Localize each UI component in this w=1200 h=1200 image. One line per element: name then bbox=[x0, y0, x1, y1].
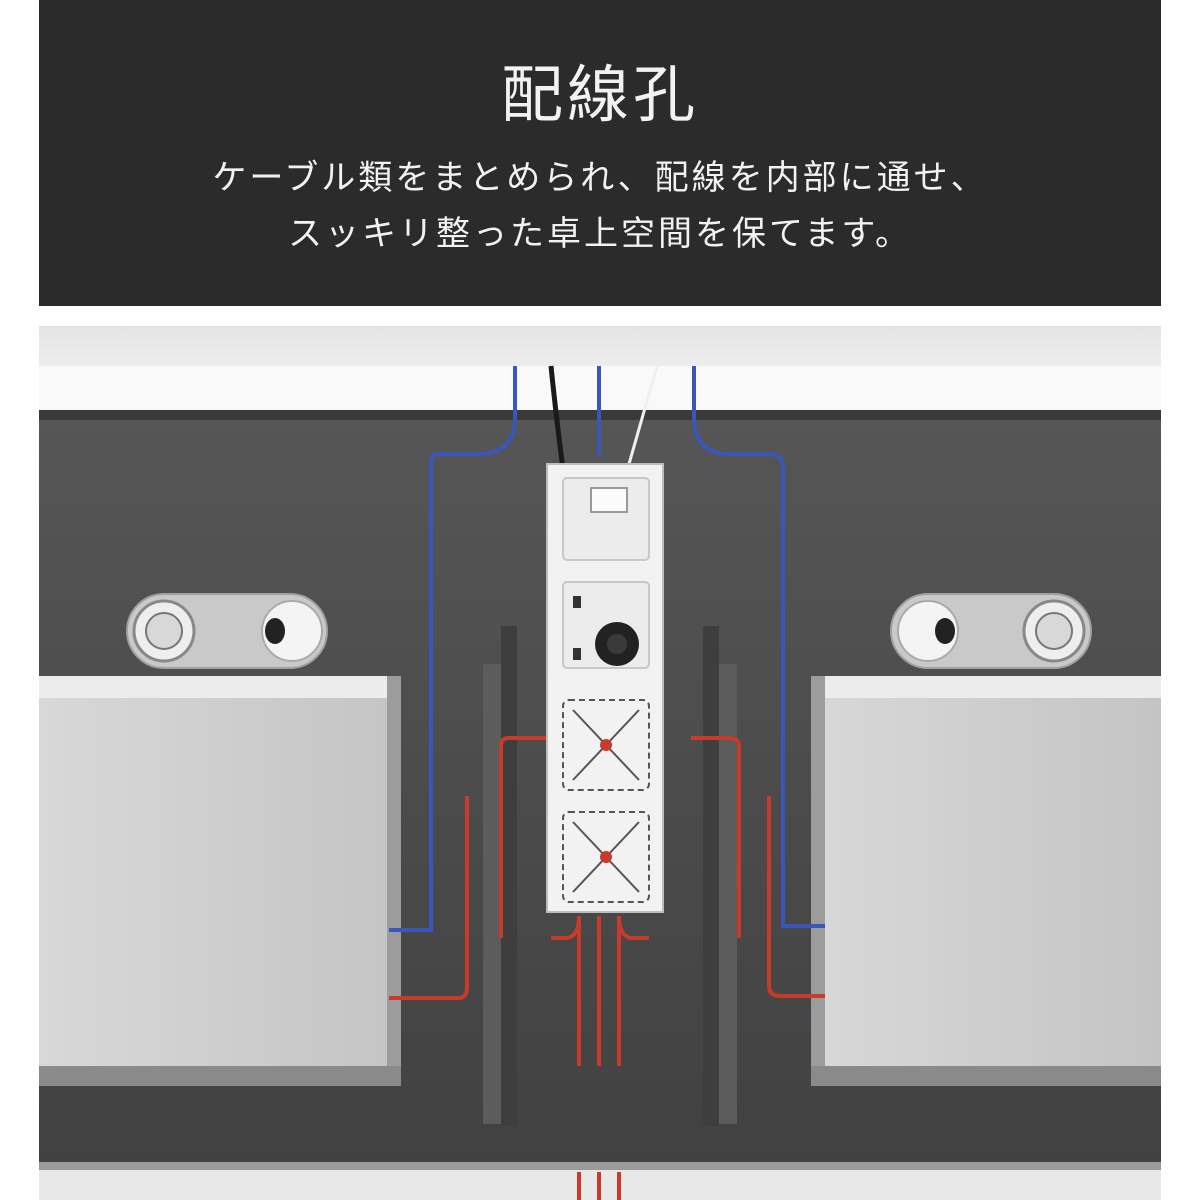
blue-wires bbox=[389, 366, 825, 932]
product-illustration bbox=[39, 326, 1161, 1200]
header-banner: 配線孔 ケーブル類をまとめられ、配線を内部に通せ、 スッキリ整った卓上空間を保て… bbox=[39, 0, 1161, 306]
red-wires bbox=[389, 736, 825, 1200]
right-leg-cabinet bbox=[811, 676, 1161, 1086]
wire-hole-right bbox=[890, 593, 1092, 669]
wire-hole-left bbox=[126, 593, 328, 669]
description-line-1: ケーブル類をまとめられ、配線を内部に通せ、 bbox=[212, 158, 988, 198]
power-strip bbox=[546, 463, 664, 913]
left-leg-cabinet bbox=[39, 676, 401, 1086]
page-title: 配線孔 bbox=[500, 58, 699, 131]
description-line-2: スッキリ整った卓上空間を保てます。 bbox=[288, 214, 912, 254]
